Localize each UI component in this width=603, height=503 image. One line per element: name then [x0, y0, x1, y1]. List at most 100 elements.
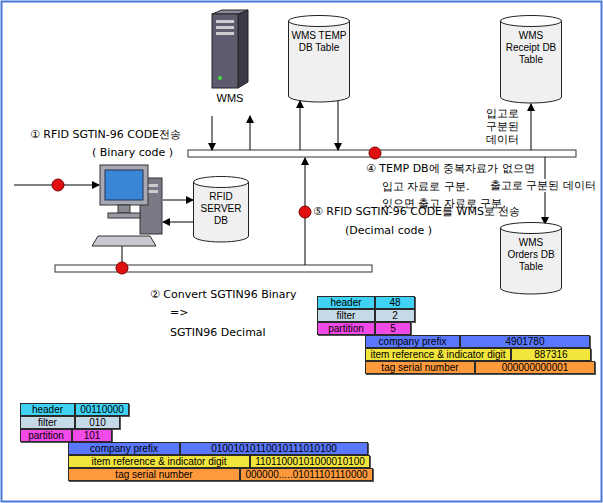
node-text: 000000.....01011101110000: [245, 469, 367, 480]
node-text: tag serial number: [115, 469, 192, 480]
server-top: [212, 10, 248, 14]
cylinder-shape: [288, 15, 350, 102]
annotation-text: ② Convert SGTIN96 Binary: [150, 288, 297, 301]
annotation-text: (Decimal code ): [345, 224, 432, 237]
node-text: partition: [328, 323, 364, 334]
network-bus: [188, 150, 576, 157]
link-line: [531, 104, 532, 150]
red-dot: [116, 262, 128, 274]
database-cylinder: RFID SERVER DB: [193, 176, 249, 242]
cylinder-top: [501, 223, 562, 234]
field-value-cell: 000000000001: [475, 361, 595, 374]
drive-slot: [216, 20, 234, 23]
monitor-screen: [105, 170, 143, 200]
power-light: [218, 76, 222, 80]
field-name-cell: filter: [317, 309, 375, 322]
annotation-text: 출고로 구분된 데이터: [488, 179, 598, 192]
node-text: WMS: [200, 92, 260, 105]
field-name-cell: company prefix: [365, 335, 460, 348]
node-text: WMS TEMP DB Table: [291, 30, 347, 54]
cylinder-body: [194, 182, 249, 242]
node-text: filter: [38, 417, 57, 428]
annotation-text: ④ TEMP DB에 중복자료가 없으면: [366, 162, 535, 175]
database-cylinder: WMS Orders DB Table: [500, 222, 562, 294]
cylinder-top: [194, 177, 249, 188]
field-name-cell: item reference & indicator digit: [365, 348, 511, 361]
field-name-cell: header: [317, 296, 375, 309]
node-text: company prefix: [90, 443, 158, 454]
red-dot: [52, 179, 64, 191]
annotation-text: 있으면 출고 자료로 구분.: [382, 197, 506, 210]
node-text: 887316: [534, 349, 567, 360]
field-name-cell: tag serial number: [68, 468, 240, 481]
network-bus: [55, 265, 372, 272]
node-text: 11011000101000010100: [255, 456, 365, 467]
node-text: 01001010110010111010100: [211, 443, 337, 454]
node-text: 48: [389, 297, 400, 308]
annotation-text: ① RFID SGTIN-96 CODE전송: [30, 128, 181, 141]
node-text: RFID SERVER DB: [196, 191, 246, 227]
annotation-text: 입고 자료로 구분.: [382, 180, 470, 193]
red-dot: [369, 147, 381, 159]
database-cylinder: WMS Receipt DB Table: [500, 15, 562, 103]
server-side: [238, 10, 248, 88]
link-line: [338, 101, 339, 150]
field-value-cell: 010: [75, 416, 120, 429]
field-name-cell: item reference & indicator digit: [68, 455, 250, 468]
cylinder-top: [289, 16, 350, 27]
cylinder-body: [501, 21, 562, 103]
cylinder-body: [501, 228, 562, 294]
field-value-cell: 000000.....01011101110000: [240, 468, 373, 481]
server-icon: [200, 8, 260, 90]
node-text: 4901780: [506, 336, 545, 347]
field-name-cell: filter: [20, 416, 75, 429]
field-value-cell: 48: [375, 296, 415, 309]
node-text: item reference & indicator digit: [370, 349, 505, 360]
monitor-stand: [118, 205, 130, 213]
server-node: WMS: [200, 8, 260, 114]
cylinder-top: [501, 16, 562, 27]
drive-slot: [216, 32, 234, 35]
node-text: 5: [390, 323, 396, 334]
drive-slot: [216, 26, 234, 29]
node-text: 010: [89, 417, 106, 428]
cylinder-body: [289, 21, 350, 102]
computer-icon: [92, 165, 162, 246]
monitor-frame: [100, 165, 148, 205]
field-name-cell: company prefix: [68, 442, 180, 455]
link-line: [300, 101, 301, 150]
keyboard: [92, 236, 156, 246]
annotation-text: SGTIN96 Decimal: [170, 326, 266, 339]
link-line: [250, 116, 251, 150]
node-text: WMS Receipt DB Table: [503, 30, 559, 66]
node-text: 101: [84, 430, 101, 441]
node-text: header: [32, 404, 63, 415]
node-text: item reference & indicator digit: [91, 456, 226, 467]
annotation-text: =>: [170, 306, 188, 319]
annotation-text: ( Binary code ): [92, 146, 173, 159]
node-text: 000000000001: [502, 362, 569, 373]
red-dot: [299, 206, 311, 218]
field-value-cell: 101: [72, 429, 112, 442]
node-text: company prefix: [379, 336, 447, 347]
field-name-cell: partition: [317, 322, 375, 335]
monitor-base: [108, 213, 140, 218]
link-line: [163, 200, 193, 201]
link-line: [163, 222, 193, 223]
node-text: tag serial number: [381, 362, 458, 373]
field-value-cell: 00110000: [75, 403, 129, 416]
node-text: 2: [392, 310, 398, 321]
field-name-cell: partition: [20, 429, 72, 442]
field-value-cell: 4901780: [460, 335, 590, 348]
field-value-cell: 01001010110010111010100: [180, 442, 368, 455]
field-name-cell: tag serial number: [365, 361, 475, 374]
node-text: partition: [28, 430, 64, 441]
link-line: [212, 116, 213, 150]
node-text: header: [330, 297, 361, 308]
field-value-cell: 11011000101000010100: [250, 455, 370, 468]
field-value-cell: 887316: [511, 348, 591, 361]
field-value-cell: 5: [375, 322, 411, 335]
node-text: 00110000: [80, 404, 124, 415]
